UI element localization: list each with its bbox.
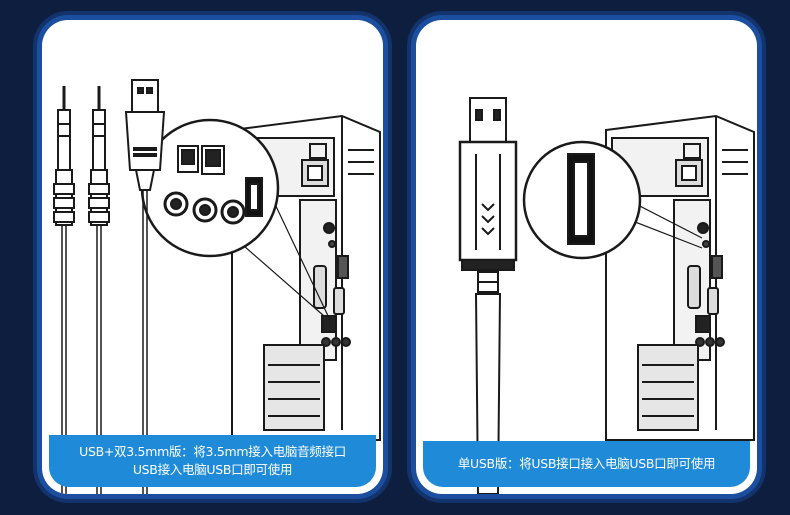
pc-tower-icon (605, 114, 755, 441)
audio-plug-icon (88, 86, 110, 494)
panel-usb-dual-3.5mm: USB+双3.5mm版：将3.5mm接入电脑音频接口 USB接入电脑USB口即可… (42, 20, 383, 494)
caption-line-2: USB接入电脑USB口即可使用 (132, 462, 293, 477)
usb-plug-icon (124, 79, 166, 494)
usb-3.5mm-connection-illustration (53, 79, 381, 494)
caption-box: 单USB版：将USB接口接入电脑USB口即可使用 (423, 441, 750, 487)
caption-box: USB+双3.5mm版：将3.5mm接入电脑音频接口 USB接入电脑USB口即可… (49, 435, 376, 487)
caption-line-1: USB+双3.5mm版：将3.5mm接入电脑音频接口 (79, 444, 346, 459)
audio-plug-icon (53, 86, 75, 494)
port-zoom-callout (140, 118, 280, 258)
usb-plug-icon (458, 97, 518, 494)
panel-single-usb: 单USB版：将USB接口接入电脑USB口即可使用 (416, 20, 757, 494)
caption-line-1: 单USB版：将USB接口接入电脑USB口即可使用 (457, 456, 716, 471)
usb-port-zoom-callout (522, 140, 642, 260)
usb-connection-illustration (458, 97, 755, 494)
